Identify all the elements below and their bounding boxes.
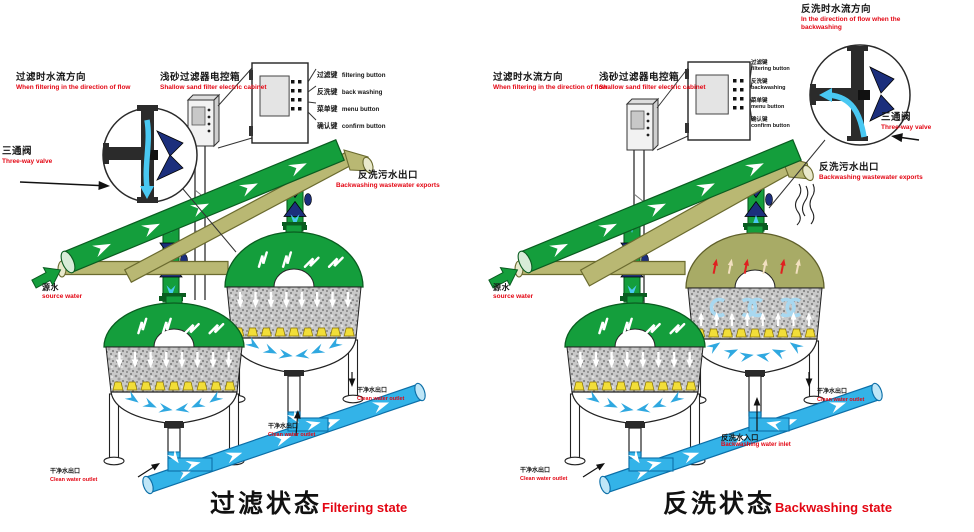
filtering-diagram-drawing <box>19 62 426 495</box>
label-backwash-wastewater-outlet: 反洗污水出口 Backwashing wastewater exports <box>819 162 923 181</box>
sand-tank-front <box>564 293 706 466</box>
backwash-drain-pipe <box>57 149 374 283</box>
label-electric-cabinet: 浅砂过滤器电控箱 Shallow sand filter electric ca… <box>599 72 706 91</box>
panel-backwashing-state: 过滤时水流方向 When filtering in the direction … <box>487 0 974 532</box>
label-source-water: 源水 source water <box>42 283 83 300</box>
pipe-elbow <box>166 449 213 472</box>
clean-water-pipe <box>142 382 426 495</box>
three-way-valve-detail-callout <box>102 105 198 203</box>
label-backwash-button: 反洗键 backwashing <box>751 79 786 92</box>
cabinet-detail-callout <box>685 61 751 141</box>
panel-filtering-state: 过滤时水流方向 When filtering in the direction … <box>2 62 440 518</box>
label-filtering-button: 过滤键 filtering button <box>751 60 790 73</box>
source-water-arrow <box>31 267 62 289</box>
label-clean-water-outlet-right: 干净水出口 Clean water outlet <box>357 388 405 402</box>
caption-filtering-state: 过滤状态Filtering state <box>210 491 408 518</box>
label-clean-water-outlet-left: 干净水出口 Clean water outlet <box>520 468 568 482</box>
source-water-supply-pipe <box>60 139 345 274</box>
clean-water-riser <box>625 422 645 457</box>
label-clean-water-outlet-right: 干净水出口 Clean water outlet <box>817 389 865 403</box>
label-confirm-button: 确认键 confirm button <box>751 117 790 130</box>
source-water-arrow <box>488 267 519 289</box>
label-clean-water-outlet-left: 干净水出口 Clean water outlet <box>50 469 98 483</box>
clean-water-riser <box>284 370 304 417</box>
label-electric-cabinet: 浅砂过滤器电控箱 Shallow sand filter electric ca… <box>160 72 267 91</box>
electric-cabinet <box>625 97 660 304</box>
wastewater-splash <box>794 183 815 226</box>
label-backwash-water-inlet: 反洗水入口 Backwashing water inlet <box>721 433 791 449</box>
backwash-drain-pipe <box>514 155 814 287</box>
label-filtering-button: 过滤键 filtering button <box>317 72 386 79</box>
source-water-supply-pipe <box>517 139 802 274</box>
label-menu-button: 菜单键 menu button <box>317 106 380 113</box>
pipe-elbow <box>627 449 674 472</box>
cabinet-detail-callout <box>249 62 309 144</box>
label-three-way-valve: 三通阀 Three-way valve <box>2 146 53 165</box>
label-backwash-wastewater-outlet: 反洗污水出口 Backwashing wastewater exports <box>336 170 440 189</box>
sand-tank-back <box>224 222 364 404</box>
label-confirm-button: 确认键 confirm button <box>317 123 386 130</box>
label-flow-direction: 过滤时水流方向 When filtering in the direction … <box>493 72 608 91</box>
label-backwash-flow-direction: 反洗时水流方向 In the direction of flow when th… <box>801 4 901 31</box>
label-menu-button: 菜单键 menu button <box>751 98 785 111</box>
label-backwash-button: 反洗键 back washing <box>317 89 383 96</box>
label-pointer-arrows <box>582 133 920 478</box>
pipe-elbow <box>748 381 790 432</box>
label-pointer-arrows <box>19 180 356 478</box>
sand-tank-front <box>103 293 245 466</box>
label-three-way-valve: 三通阀 Three-way valve <box>881 112 932 131</box>
backwashing-diagram-drawing <box>488 44 920 495</box>
three-way-valve-detail-callout <box>809 44 911 146</box>
clean-water-riser <box>164 422 184 457</box>
caption-backwashing-state: 反洗状态Backwashing state <box>663 491 893 518</box>
label-clean-water-outlet-mid: 干净水出口 Clean water outlet <box>268 424 316 438</box>
label-flow-direction: 过滤时水流方向 When filtering in the direction … <box>16 72 131 91</box>
label-source-water: 源水 source water <box>493 283 534 300</box>
